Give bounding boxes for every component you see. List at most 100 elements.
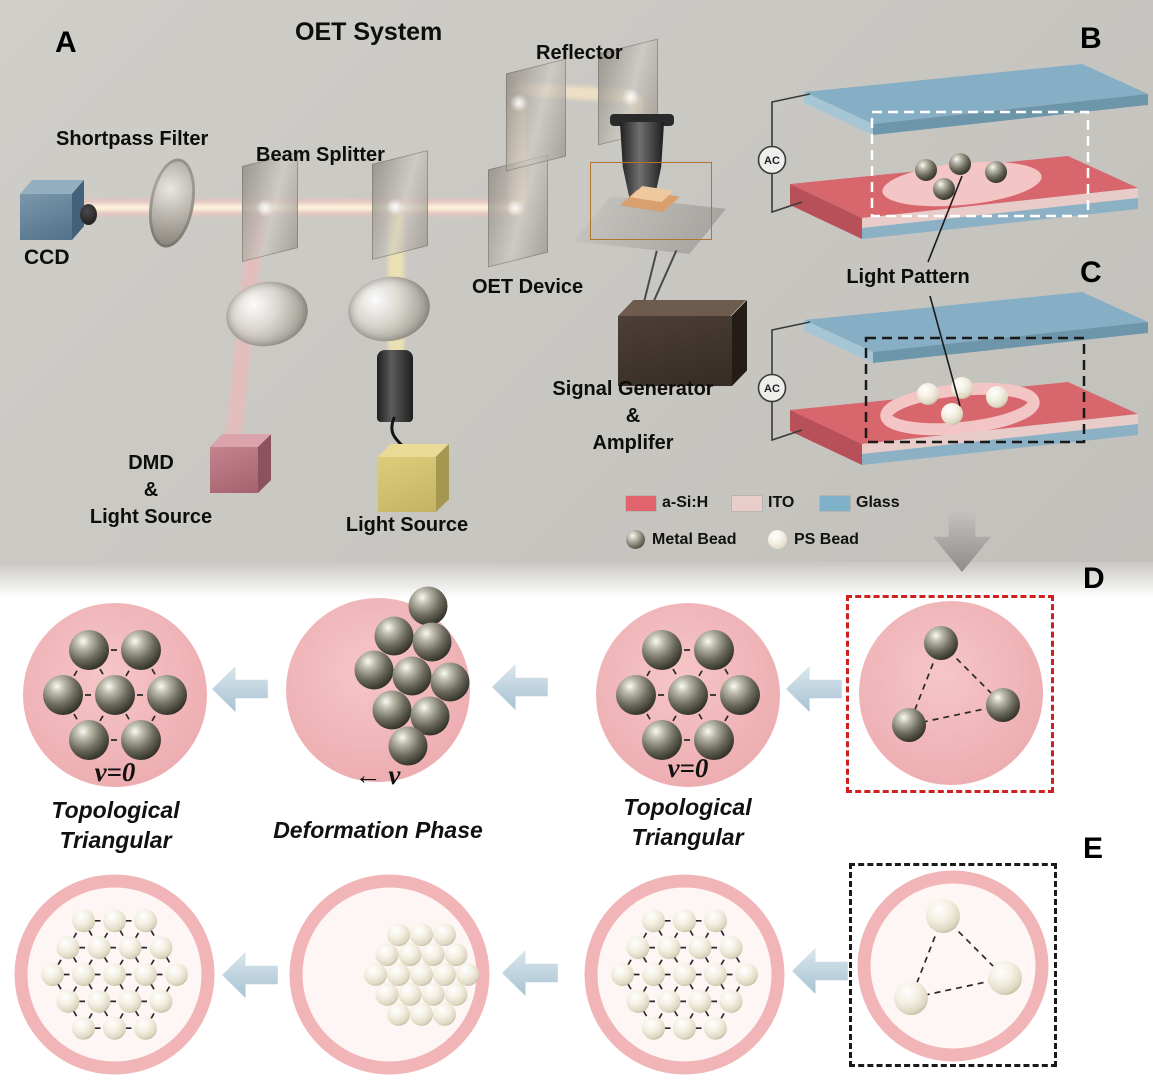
phase-caption: Topological Triangular: [623, 794, 752, 850]
panel-d-roi: [846, 595, 1054, 793]
ps-bead: [364, 963, 387, 986]
ps-bead: [642, 963, 665, 986]
flow-left-arrow-icon: [792, 948, 848, 994]
ps-bead: [941, 403, 963, 425]
legend-label-metal-bead: Metal Bead: [652, 531, 737, 548]
ps-bead: [704, 1016, 727, 1040]
ps-bead: [626, 936, 650, 960]
ac-text: AC: [764, 383, 780, 395]
ps-bead: [56, 936, 80, 960]
light-pattern-label: Light Pattern: [846, 266, 970, 288]
flow-left-arrow-icon: [502, 950, 558, 996]
metal-deformation-phase: [283, 586, 473, 785]
ps-bead: [988, 961, 1022, 995]
panel-c-schematic: AC: [757, 292, 1148, 465]
lamp-collimator: [377, 350, 413, 422]
metal-bead: [892, 708, 926, 742]
ps-bead: [917, 383, 939, 405]
ps-bead: [444, 943, 468, 967]
phase-caption: Topological Triangular: [51, 797, 180, 853]
ps-bead: [421, 982, 445, 1006]
ps-bead: [398, 943, 422, 967]
ps-bead: [688, 936, 712, 960]
ps-bead: [387, 923, 410, 947]
lattice-dashed-link: [687, 694, 715, 741]
ps-bead: [149, 936, 173, 960]
lattice-dashed-link: [713, 694, 741, 741]
ps-bead: [72, 909, 95, 933]
figure-title: OET System: [295, 18, 443, 46]
metal-bead: [69, 720, 109, 761]
ps-bead: [719, 936, 743, 960]
legend-swatch-glass: [820, 496, 850, 511]
beam-glow: [510, 94, 528, 112]
ac-source-icon: [757, 145, 787, 175]
lattice-dashed-link: [62, 649, 90, 696]
velocity-label: ← v: [354, 760, 401, 790]
ps-bead: [433, 1002, 456, 1026]
ps-bead: [87, 989, 111, 1013]
ps-bead: [642, 909, 665, 933]
ps-bead: [375, 982, 399, 1006]
ps-bead: [387, 963, 410, 986]
metal-bead: [392, 656, 432, 696]
metal-bead: [985, 161, 1007, 183]
light-pattern-pointers: [927, 175, 963, 407]
glass-edge: [862, 424, 1138, 465]
ps-bead: [410, 923, 433, 947]
ps-deformation-phase: [287, 872, 492, 1077]
metal-bead: [924, 626, 958, 660]
lattice-dashed-link: [114, 694, 142, 741]
metal-bead: [408, 586, 448, 626]
ps-bead: [165, 963, 188, 986]
ac-wire: [771, 321, 811, 375]
lattice-dashed-link: [713, 649, 741, 696]
legend-swatch-a-si-h: [626, 496, 656, 511]
lattice-dashed-link: [88, 694, 116, 741]
metal-bead: [388, 726, 428, 766]
ps-lattice-final: [12, 872, 217, 1077]
seed-triangle-metal: [859, 601, 1043, 785]
ps-bead: [56, 989, 80, 1013]
ps-bead-icon: [768, 530, 787, 549]
ps-bead: [134, 909, 157, 933]
ps-bead: [433, 963, 456, 986]
metal-bead: [949, 153, 971, 175]
ps-bead: [387, 1002, 410, 1026]
panel-b-label: B: [1080, 22, 1102, 55]
ps-bead: [456, 963, 479, 986]
metal-bead: [147, 675, 187, 715]
flow-left-arrow-icon: [212, 666, 268, 712]
metal-bead: [642, 720, 682, 761]
ps-bead: [118, 936, 142, 960]
beam-splitter-label: Beam Splitter: [256, 144, 385, 166]
lattice-dashed-link: [140, 694, 168, 741]
velocity-label: v=0: [667, 753, 709, 783]
ps-bead: [719, 989, 743, 1013]
metal-bead: [69, 629, 109, 670]
dmd-label: DMD & Light Source: [89, 452, 213, 528]
metal-bead: [430, 662, 470, 702]
ac-text: AC: [764, 155, 780, 167]
panel-c-label: C: [1080, 256, 1102, 289]
panel-b-schematic: AC: [757, 64, 1148, 239]
ps-bead: [894, 981, 928, 1015]
ps-bead: [704, 963, 727, 986]
panel-a-label: A: [55, 26, 77, 59]
panel-e-roi: [849, 863, 1057, 1067]
ps-bead: [103, 1016, 126, 1040]
reflector-plate-1: [506, 58, 566, 172]
beam-glow: [256, 199, 274, 217]
ps-bead: [398, 982, 422, 1006]
metal-bead: [412, 622, 452, 662]
ps-bead: [421, 943, 445, 967]
dmd-module: [210, 434, 272, 494]
ps-bead: [735, 963, 758, 986]
beam-glow: [386, 198, 404, 216]
ito-edge: [862, 188, 1138, 228]
metal-bead: [121, 720, 161, 761]
ps-bead: [642, 1016, 665, 1040]
metal-bead: [694, 720, 734, 761]
metal-bead: [986, 688, 1020, 722]
metal-topological-initial: [593, 600, 783, 790]
